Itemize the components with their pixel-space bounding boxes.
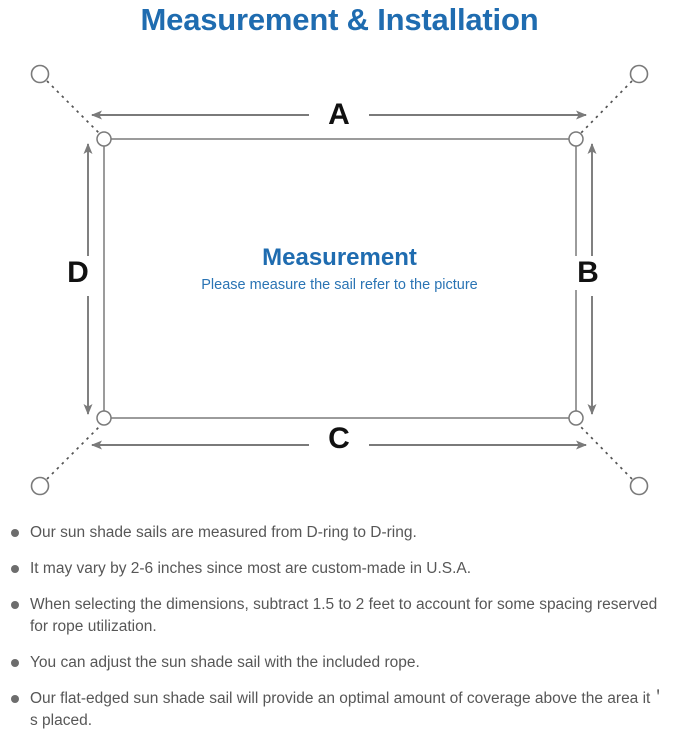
note-text: You can adjust the sun shade sail with t… (30, 654, 420, 671)
rope-bottom-right (579, 425, 633, 480)
dimension-label-a: A (309, 98, 369, 132)
anchor-point-top-left (30, 64, 50, 84)
rope-top-right (579, 80, 633, 135)
anchor-point-bottom-left (30, 476, 50, 496)
bullet-icon (11, 565, 19, 573)
list-item: When selecting the dimensions, subtract … (0, 594, 679, 638)
list-item: You can adjust the sun shade sail with t… (0, 652, 679, 674)
sail-rectangle (103, 138, 577, 419)
dimension-label-d: D (58, 256, 98, 290)
d-ring-bottom-left (96, 410, 112, 426)
dimension-label-c: C (309, 422, 369, 456)
d-ring-top-left (96, 131, 112, 147)
page-title: Measurement & Installation (140, 2, 539, 37)
bullet-icon (11, 695, 19, 703)
diagram-center-subtitle: Please measure the sail refer to the pic… (201, 277, 478, 293)
bullet-icon (11, 601, 19, 609)
diagram-center-title: Measurement (262, 244, 417, 271)
bullet-icon (11, 529, 19, 537)
d-ring-bottom-right (568, 410, 584, 426)
rope-top-left (46, 80, 101, 135)
anchor-point-top-right (629, 64, 649, 84)
anchor-point-bottom-right (629, 476, 649, 496)
note-text: Our flat-edged sun shade sail will provi… (30, 690, 666, 729)
list-item: Our flat-edged sun shade sail will provi… (0, 688, 679, 732)
list-item: It may vary by 2-6 inches since most are… (0, 558, 679, 580)
diagram-svg (30, 64, 649, 496)
rope-bottom-left (46, 425, 101, 480)
note-text: Our sun shade sails are measured from D-… (30, 524, 417, 541)
measurement-diagram: A B C D Measurement Please measure the s… (0, 44, 679, 514)
d-ring-top-right (568, 131, 584, 147)
list-item: Our sun shade sails are measured from D-… (0, 522, 679, 544)
bullet-icon (11, 659, 19, 667)
dimension-label-b: B (568, 256, 608, 290)
note-text: When selecting the dimensions, subtract … (30, 596, 658, 635)
notes-list: Our sun shade sails are measured from D-… (0, 522, 679, 746)
note-text: It may vary by 2-6 inches since most are… (30, 560, 472, 577)
